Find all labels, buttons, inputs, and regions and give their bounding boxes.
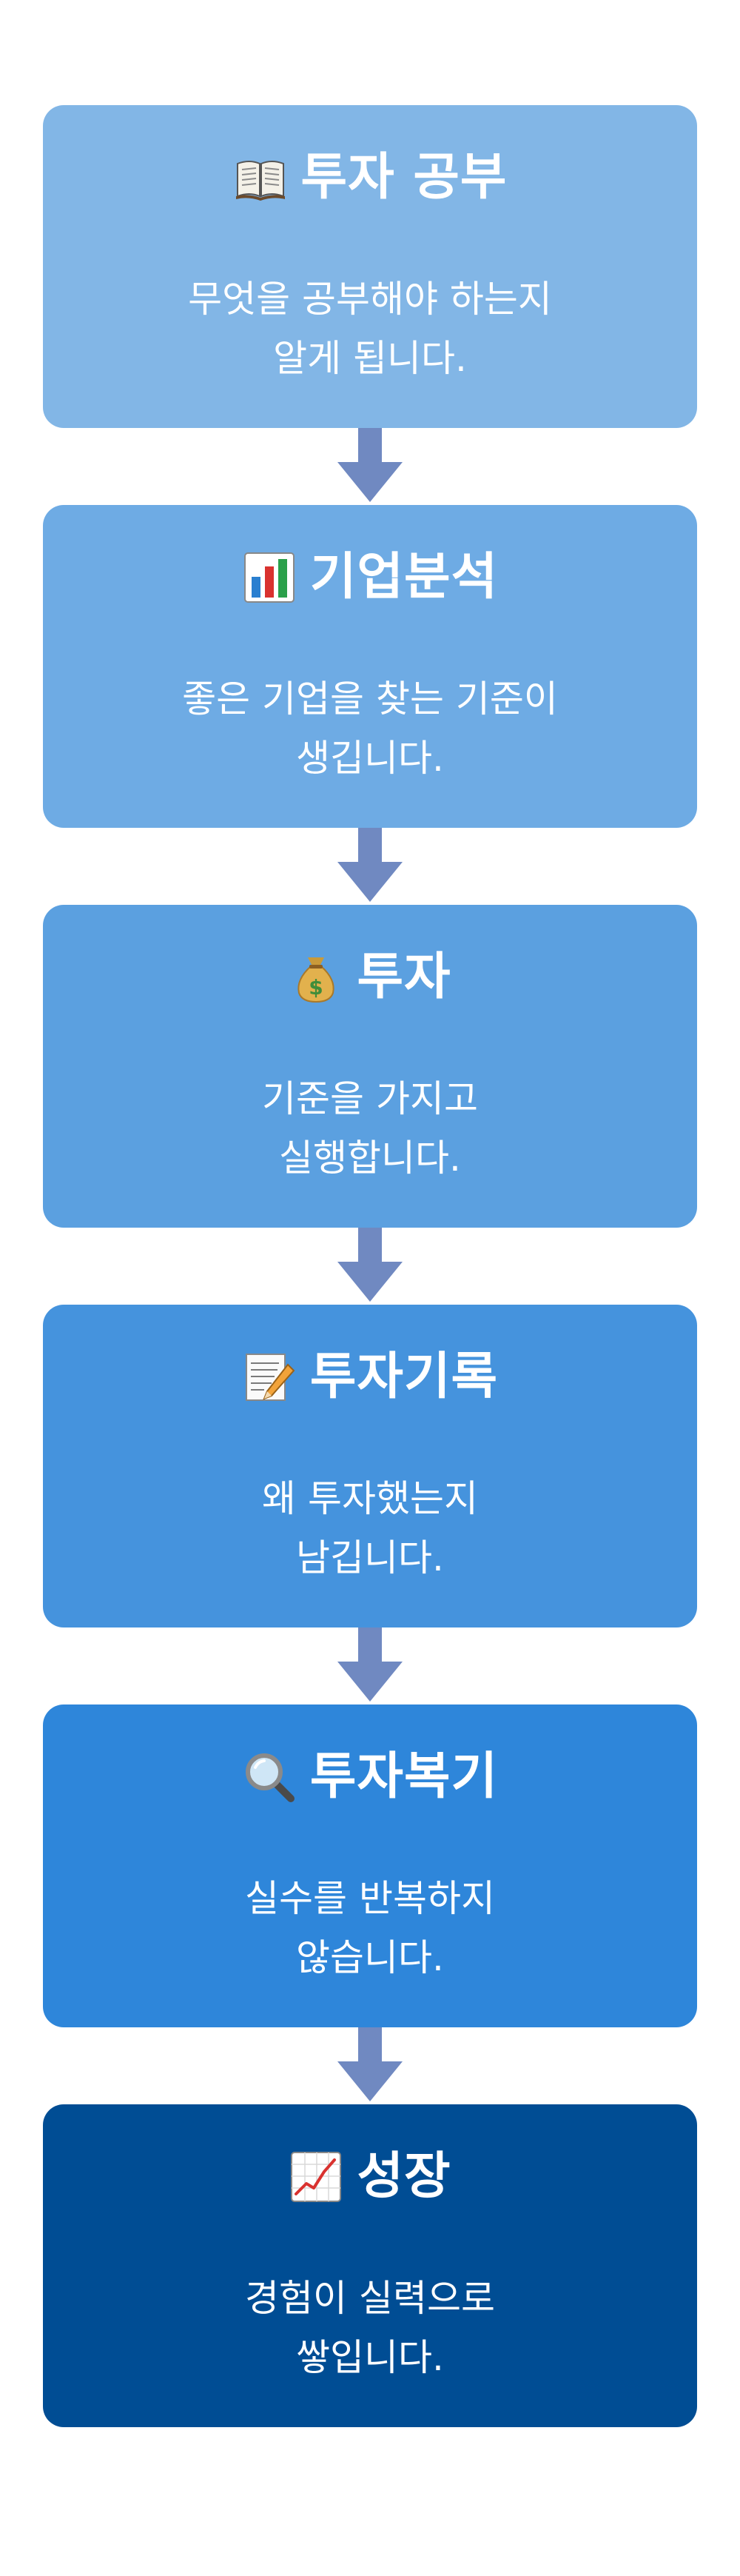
memo-icon	[242, 1350, 297, 1405]
chart-increasing-icon	[289, 2150, 343, 2204]
step-header: 성장	[43, 2140, 697, 2214]
money-bag-icon: $	[289, 950, 343, 1005]
step-title: 기업분석	[309, 548, 499, 606]
step-description-line: 생깁니다.	[296, 737, 444, 780]
step-card-company-analysis: 기업분석 좋은 기업을 찾는 기준이 생깁니다.	[43, 505, 697, 828]
step-description-line: 좋은 기업을 찾는 기준이	[182, 678, 558, 720]
down-arrow-icon	[332, 1627, 408, 1704]
step-header: $ 투자	[43, 940, 697, 1014]
step-description-line: 실수를 반복하지	[245, 1877, 495, 1920]
svg-text:$: $	[309, 975, 323, 1000]
step-title: 성장	[357, 2147, 451, 2206]
step-description-line: 기준을 가지고	[262, 1077, 478, 1120]
down-arrow-icon	[332, 428, 408, 505]
open-book-icon	[233, 150, 288, 205]
bar-chart-icon	[242, 550, 297, 605]
step-description-line: 알게 됩니다.	[273, 337, 467, 380]
step-description-line: 쌓입니다.	[296, 2336, 444, 2379]
step-description-line: 왜 투자했는지	[262, 1477, 478, 1520]
step-description: 경험이 실력으로 쌓입니다.	[43, 2269, 697, 2387]
down-arrow-icon	[332, 828, 408, 905]
step-description-line: 경험이 실력으로	[245, 2277, 495, 2320]
step-description: 왜 투자했는지 남깁니다.	[43, 1469, 697, 1588]
step-header: 투자 공부	[43, 141, 697, 215]
step-card-investment-record: 투자기록 왜 투자했는지 남깁니다.	[43, 1305, 697, 1627]
step-description: 무엇을 공부해야 하는지 알게 됩니다.	[43, 270, 697, 388]
step-description-line: 남깁니다.	[296, 1536, 444, 1579]
step-description: 기준을 가지고 실행합니다.	[43, 1069, 697, 1188]
step-description: 좋은 기업을 찾는 기준이 생깁니다.	[43, 669, 697, 788]
step-card-investment: $ 투자 기준을 가지고 실행합니다.	[43, 905, 697, 1228]
down-arrow-icon	[332, 1228, 408, 1305]
magnifying-glass-icon	[242, 1750, 297, 1804]
step-description-line: 실행합니다.	[279, 1137, 461, 1180]
step-title: 투자복기	[309, 1747, 499, 1806]
step-card-investment-review: 투자복기 실수를 반복하지 않습니다.	[43, 1704, 697, 2027]
step-header: 투자복기	[43, 1740, 697, 1814]
step-header: 투자기록	[43, 1340, 697, 1414]
step-card-investment-study: 투자 공부 무엇을 공부해야 하는지 알게 됩니다.	[43, 105, 697, 428]
step-header: 기업분석	[43, 541, 697, 615]
step-description-line: 않습니다.	[296, 1936, 444, 1979]
step-description-line: 무엇을 공부해야 하는지	[188, 278, 552, 321]
step-description: 실수를 반복하지 않습니다.	[43, 1869, 697, 1987]
step-title: 투자	[357, 948, 451, 1006]
step-card-growth: 성장 경험이 실력으로 쌓입니다.	[43, 2104, 697, 2427]
down-arrow-icon	[332, 2027, 408, 2104]
step-title: 투자 공부	[300, 148, 508, 207]
step-title: 투자기록	[309, 1348, 499, 1406]
